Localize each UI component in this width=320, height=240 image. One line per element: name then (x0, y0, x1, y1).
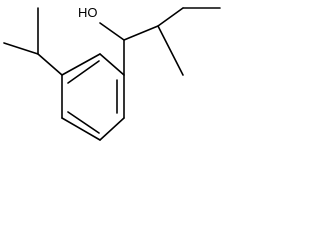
bond-carbinol-to-oxygen (99, 22, 125, 41)
side-chain (99, 7, 221, 76)
aromatic-inner-bond (67, 60, 100, 84)
benzene-ring (61, 53, 125, 141)
bond-methine-to-methylene (157, 7, 184, 27)
bond-ring-to-isopropyl-ch (37, 53, 63, 76)
molecule-structure: HO (3, 5, 221, 141)
isopropyl-group (3, 7, 63, 76)
bond-methine-to-methyl (157, 25, 184, 76)
bond-isopropyl-methyl-b (3, 42, 39, 55)
ring-bond-c5-c6 (61, 117, 101, 141)
ring-bond-c4-c5 (99, 117, 125, 141)
ring-bond-c1-c2 (61, 53, 101, 76)
bond-carbinol-to-methine (123, 25, 159, 41)
hydroxyl-label: HO (78, 5, 98, 20)
ring-bond-c2-c3 (99, 53, 125, 76)
aromatic-inner-bond (67, 111, 100, 134)
